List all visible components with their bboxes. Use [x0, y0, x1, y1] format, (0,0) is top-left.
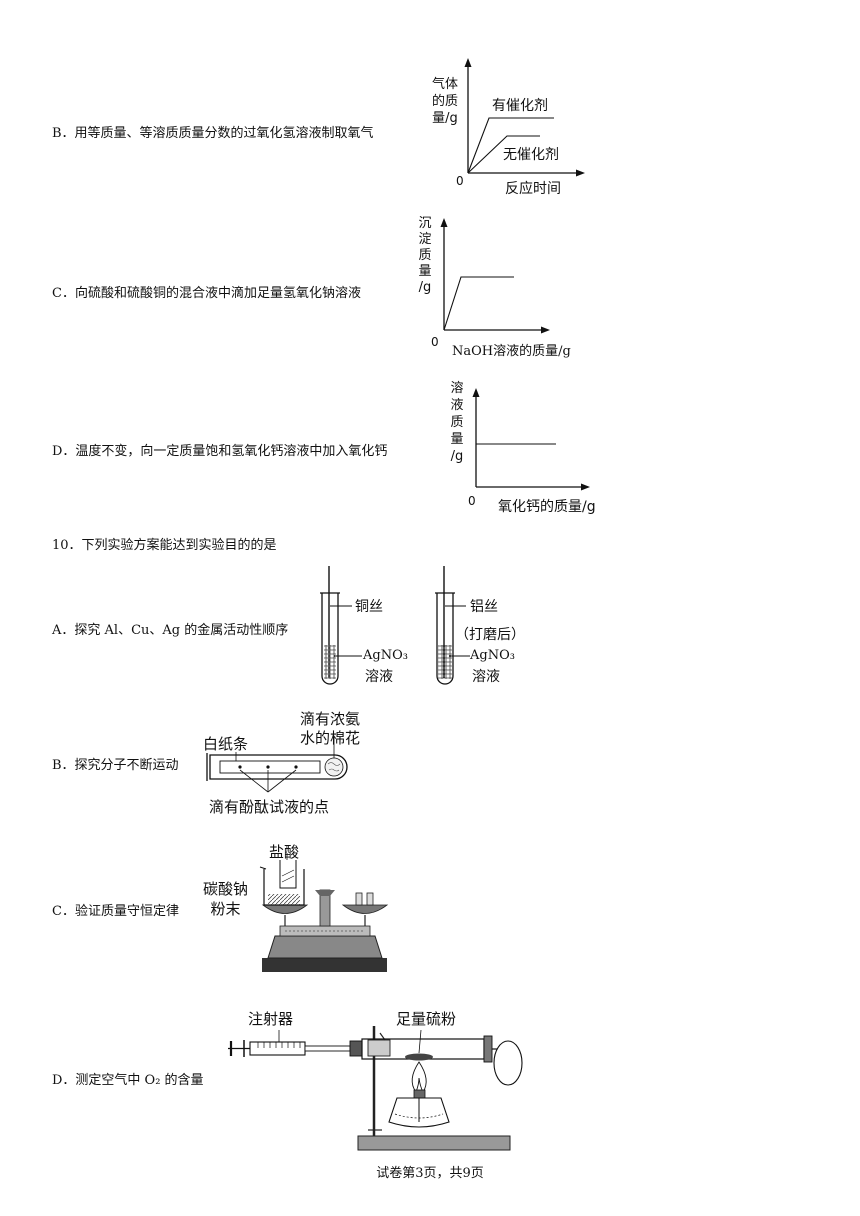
q10-b-paper-strip-label: 白纸条	[203, 735, 249, 753]
q9-c-ylabel-line: /g	[418, 280, 432, 295]
q9-d-ylabel-line: 量	[450, 432, 464, 447]
q9-d-ylabel-line: 溶	[450, 381, 464, 396]
q10-b-cotton-label-line: 滴有浓氨	[300, 710, 361, 728]
page-footer: 试卷第3页，共9页	[376, 1166, 484, 1181]
q10-a-solution1-label: 溶液	[365, 669, 393, 685]
q9-option-c-text: C．向硫酸和硫酸铜的混合液中滴加足量氢氧化钠溶液	[52, 286, 361, 301]
q10-a-polished-note: （打磨后）	[455, 627, 525, 643]
q9-d-ylabel-line: 液	[450, 398, 464, 413]
q10-option-a-text: A．探究 Al、Cu、Ag 的金属活动性顺序	[52, 623, 289, 638]
q10-b-dots-label: 滴有酚酞试液的点	[209, 798, 330, 816]
q10-option-b-text: B．探究分子不断运动	[52, 758, 179, 773]
q10-option-c-text: C．验证质量守恒定律	[52, 904, 179, 919]
q9-c-ylabel-line: 量	[418, 264, 432, 279]
q10-a-solution1-formula: AgNO₃	[363, 648, 408, 663]
q9-b-ylabel-line: 气体	[431, 77, 458, 92]
q9-c-ylabel-line: 沉	[418, 216, 432, 231]
q9-d-ylabel-line: /g	[450, 449, 464, 464]
q9-d-xlabel: 氧化钙的质量/g	[498, 499, 596, 515]
q10-option-d-text: D．测定空气中 O₂ 的含量	[52, 1073, 204, 1088]
q10-a-aluminum-wire-label: 铝丝	[470, 599, 498, 615]
q9-option-d-text: D．温度不变，向一定质量饱和氢氧化钙溶液中加入氧化钙	[52, 444, 388, 459]
q10-stem: 10．下列实验方案能达到实验目的的是	[52, 538, 277, 553]
q10-c-powder-label: 碳酸钠 粉末	[203, 879, 248, 919]
q9-b-xlabel: 反应时间	[505, 181, 561, 197]
q10-a-solution2-label: 溶液	[472, 669, 500, 685]
q10-a-copper-wire-label: 铜丝	[355, 599, 383, 615]
q9-c-xlabel: NaOH溶液的质量/g	[452, 344, 571, 359]
q10-c-powder-label-line: 粉末	[210, 900, 241, 918]
q10-c-powder-label-line: 碳酸钠	[203, 880, 249, 898]
q10-c-acid-label: 盐酸	[269, 843, 300, 861]
q9-c-ylabel: 沉 淀 质 量 /g	[414, 216, 436, 296]
q10-b-cotton-label: 滴有浓氨 水的棉花	[300, 710, 360, 748]
q10-b-cotton-label-line: 水的棉花	[300, 729, 361, 747]
q9-b-ylabel: 气体 的质 量/g	[428, 76, 462, 127]
q9-d-ylabel-line: 质	[450, 415, 464, 430]
q9-b-ylabel-line: 的质	[431, 94, 458, 109]
q9-b-curve-no-catalyst: 无催化剂	[503, 147, 559, 163]
q9-b-origin: 0	[456, 174, 464, 188]
q9-c-ylabel-line: 质	[418, 248, 432, 263]
q10-d-sulfur-label: 足量硫粉	[396, 1010, 457, 1028]
q9-d-origin: 0	[468, 494, 476, 508]
q10-d-syringe-label: 注射器	[248, 1010, 294, 1028]
q9-b-curve-catalyst: 有催化剂	[492, 98, 548, 114]
q9-c-ylabel-line: 淀	[418, 232, 432, 247]
q9-d-ylabel: 溶 液 质 量 /g	[446, 380, 468, 465]
q9-option-b-text: B．用等质量、等溶质质量分数的过氧化氢溶液制取氧气	[52, 126, 374, 141]
q9-b-ylabel-line: 量/g	[432, 111, 458, 126]
q9-c-origin: 0	[431, 335, 439, 349]
q10-a-solution2-formula: AgNO₃	[470, 648, 515, 663]
